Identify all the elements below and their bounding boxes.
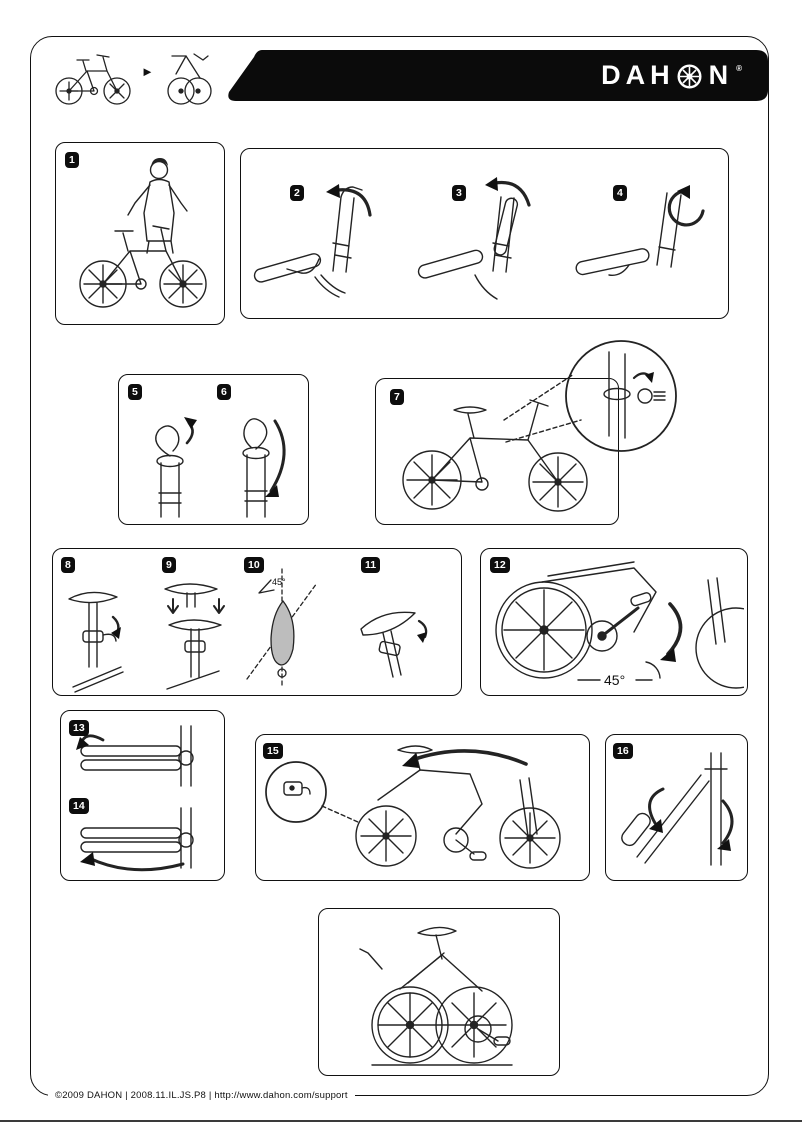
fold-arrow-icon: ► [141,64,154,79]
panel-step-16: 16 [605,734,748,881]
illustration-step-7-bike-with-detail [402,340,677,512]
panel-steps-2-4: 2 3 4 [240,148,729,319]
illustration-step-9-saddle-lower [164,583,225,690]
step-badge-5: 5 [128,384,142,400]
step-badge-15: 15 [263,743,283,759]
panel-step-15: 15 [255,734,590,881]
illustration-step-16-grips [621,752,734,866]
saddle-angle-label: 45° [272,577,286,587]
step-badge-4: 4 [613,185,627,201]
step-badge-16: 16 [613,743,633,759]
logo-text-left: DAH [601,60,675,90]
illustration-step-4-handlebar [575,185,705,276]
panel-steps-5-6: 5 6 [118,374,309,525]
step-badge-8: 8 [61,557,75,573]
panel-folded-result [318,908,560,1076]
panel-steps-13-14: 13 14 [60,710,225,881]
banner-shape [228,50,768,101]
step-badge-3: 3 [452,185,466,201]
step-badge-1: 1 [65,152,79,168]
unfolded-bike-icon [55,54,131,105]
illustration-step-12-crank-angle: 45° [495,561,744,689]
brand-banner: DAH N ® [228,50,768,101]
registered-mark: ® [736,64,742,73]
latch-detail-circle [265,761,327,823]
dahon-wheel-icon [677,64,702,89]
illustration-steps-13-14-pedal-fold [76,725,194,872]
folded-bike-icon [167,53,212,105]
step-badge-2: 2 [290,185,304,201]
page-edge-line [0,1120,802,1122]
magnifier-circle [565,340,677,452]
footer-text: ©2009 DAHON | 2008.11.IL.JS.P8 | http://… [48,1090,355,1102]
panel-step-7: 7 [375,378,619,525]
step-badge-7: 7 [390,389,404,405]
illustration-step-11-saddle-tilt [360,611,428,678]
crank-angle-label: 45° [604,672,625,688]
illustration-folded-bike-final [359,926,513,1066]
panel-step-12: 12 45° [480,548,748,696]
step-badge-10: 10 [244,557,264,573]
illustration-step-6-clamp [242,418,286,518]
panel-step-1: 1 [55,142,225,325]
step-badge-9: 9 [162,557,176,573]
step-badge-11: 11 [361,557,381,573]
illustration-person-with-bike [79,158,207,308]
illustration-step-2-handlebar [253,184,372,298]
logo-text-right: N [708,60,734,90]
illustration-step-15-frame-fold [265,745,561,869]
step-badge-13: 13 [69,720,89,736]
step-badge-12: 12 [490,557,510,573]
step-badge-6: 6 [217,384,231,400]
step-badge-14: 14 [69,798,89,814]
illustration-step-8-saddle [68,591,124,693]
illustration-step-3-handlebar [417,177,531,300]
illustration-step-10-saddle-top-view: 45° [246,568,318,688]
dahon-logo: DAH N ® [601,50,742,101]
illustration-step-5-clamp [155,417,197,518]
panel-steps-8-11: 8 9 10 11 [52,548,462,696]
